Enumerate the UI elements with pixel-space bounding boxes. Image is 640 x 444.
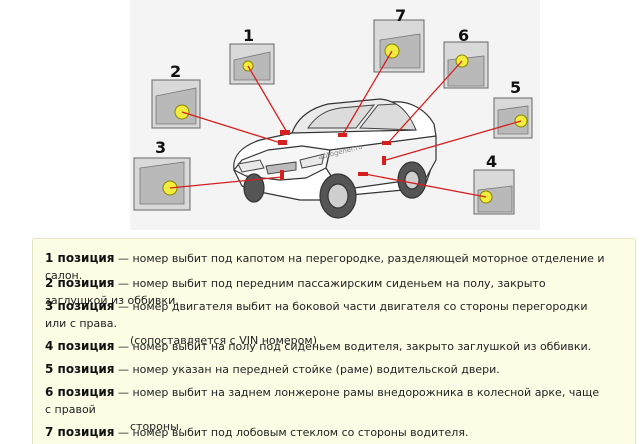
legend-row-5: 5 позиция — номер указан на передней сто… <box>45 362 500 376</box>
legend-row-3-continuation: (сопоставляется с VIN номером) <box>130 334 317 347</box>
marker-4: 4 <box>486 152 498 171</box>
legend-row-6: 6 позиция — номер выбит на заднем лонжер… <box>45 384 605 435</box>
marker-6: 6 <box>458 26 470 45</box>
legend-row-3: 3 позиция — номер двигателя выбит на бок… <box>45 298 605 349</box>
legend-row-7: 7 позиция — номер выбит под лобовым стек… <box>45 425 469 439</box>
legend-row-6-continuation: стороны. <box>130 420 183 433</box>
legend-box: 1 позиция — номер выбит под капотом на п… <box>32 238 636 444</box>
legend-row-4: 4 позиция — номер выбит на полу под сиде… <box>45 339 592 353</box>
marker-3: 3 <box>155 138 167 157</box>
legend-row-2: 2 позиция — номер выбит под передним пас… <box>45 276 546 307</box>
legend-row-1: 1 позиция — номер выбит под капотом на п… <box>45 251 605 282</box>
car-diagram: 1 2 3 4 5 6 7 autogener.ru <box>130 0 540 230</box>
marker-1: 1 <box>243 26 255 45</box>
marker-5: 5 <box>510 78 522 97</box>
marker-7: 7 <box>395 6 407 25</box>
marker-2: 2 <box>170 62 182 81</box>
car-illustration <box>133 19 533 219</box>
